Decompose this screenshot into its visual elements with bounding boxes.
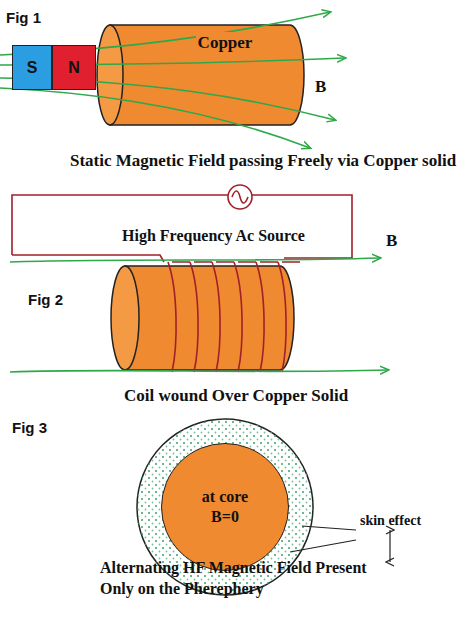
figure-label: Fig 2 [28,290,63,310]
field-symbol: B [313,76,328,98]
figure-label: Fig 1 [6,8,41,28]
copper-cylinder [111,266,294,370]
coil-turn [256,262,278,372]
node-text: B=0 [211,507,239,527]
magnet-pole: N [52,45,96,90]
copper-cylinder [97,25,304,125]
magnet-pole: S [12,45,52,90]
field-lines [10,258,388,372]
coil-turn [168,262,190,372]
coil-turn [234,262,256,372]
node-text: N [68,58,80,78]
node-text: S [27,58,38,78]
field-lines [0,12,345,148]
caption-text: Coil wound Over Copper Solid [124,385,348,407]
caption-text: Alternating HF Magnetic Field Present On… [100,558,390,600]
figure-label: Fig 3 [12,418,47,438]
coil-turn [278,262,300,372]
ac-circuit-wire [12,185,352,262]
source-label: High Frequency Ac Source [122,226,305,247]
copper-core: at coreB=0 [161,443,289,571]
coil-winding [168,262,300,372]
copper-solid: Copper [125,28,285,122]
caption-text: Static Magnetic Field passing Freely via… [70,150,462,172]
field-symbol: B [386,230,397,252]
coil-turn [190,262,212,372]
node-text: Copper [196,32,255,53]
coil-turn [212,262,234,372]
leader-lines [290,526,390,562]
node-text: at core [202,487,248,507]
callout-label: skin effect [360,512,421,530]
